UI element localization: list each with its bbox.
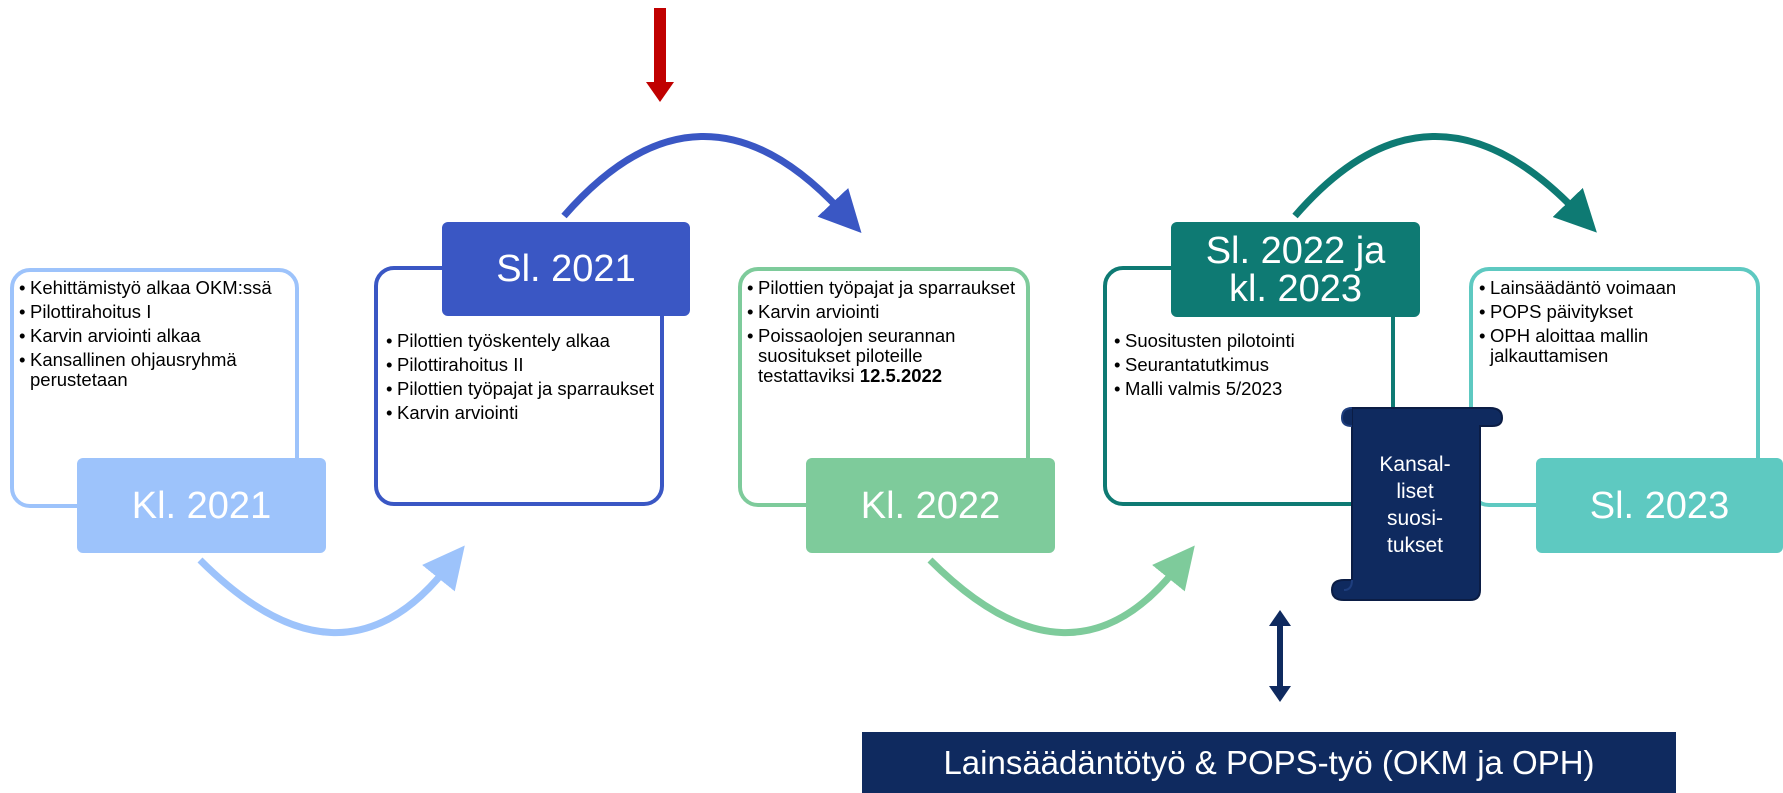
list-item: Karvin arviointi alkaa <box>19 326 289 347</box>
stage-label-sl2023: Sl. 2023 <box>1536 458 1783 553</box>
list-item: Karvin arviointi <box>747 302 1022 323</box>
arrow-kl2022-to-sl2022 <box>927 545 1195 637</box>
stage-label-kl2021: Kl. 2021 <box>77 458 326 553</box>
list-item-text: Poissaolojen seurannan suositukset pilot… <box>758 325 956 386</box>
arrow-sl2022-to-sl2023 <box>1292 133 1597 233</box>
list-item: Lainsäädäntö voimaan <box>1479 278 1749 299</box>
list-item: OPH aloittaa mallin jalkauttamisen <box>1479 326 1749 366</box>
list-item: Pilottirahoitus I <box>19 302 289 323</box>
list-item: Pilottien työpajat ja sparraukset <box>747 278 1022 299</box>
list-item: Pilottien työskentely alkaa <box>386 331 656 352</box>
list-item: Kansallinen ohjausryhmä perustetaan <box>19 350 289 390</box>
list-item: Pilottien työpajat ja sparraukset <box>386 379 656 400</box>
list-item: Poissaolojen seurannan suositukset pilot… <box>747 326 1022 386</box>
list-item: Suositusten pilotointi <box>1114 331 1314 352</box>
bottom-banner: Lainsäädäntötyö & POPS-työ (OKM ja OPH) <box>862 732 1676 793</box>
list-item: Pilottirahoitus II <box>386 355 656 376</box>
list-item: POPS päivitykset <box>1479 302 1749 323</box>
stage-label-sl2021: Sl. 2021 <box>442 222 690 316</box>
stage-list-kl2021: Kehittämistyö alkaa OKM:ssä Pilottirahoi… <box>19 278 289 394</box>
stage-label-kl2022: Kl. 2022 <box>806 458 1055 553</box>
stage-list-sl2022: Suositusten pilotointi Seurantatutkimus … <box>1114 331 1314 403</box>
list-item: Seurantatutkimus <box>1114 355 1314 376</box>
double-arrow <box>1269 610 1291 702</box>
arrow-kl2021-to-sl2021 <box>197 545 465 637</box>
stage-list-sl2023: Lainsäädäntö voimaan POPS päivitykset OP… <box>1479 278 1749 370</box>
list-item: Karvin arviointi <box>386 403 656 424</box>
arrow-sl2021-to-kl2022 <box>561 133 862 234</box>
scroll-icon <box>1330 407 1504 601</box>
scroll-text: Kansal- liset suosi- tukset <box>1379 453 1451 557</box>
stage-list-sl2021: Pilottien työskentely alkaa Pilottirahoi… <box>386 331 656 427</box>
stage-list-kl2022: Pilottien työpajat ja sparraukset Karvin… <box>747 278 1022 390</box>
stage-label-sl2022: Sl. 2022 ja kl. 2023 <box>1171 222 1420 317</box>
list-item: Kehittämistyö alkaa OKM:ssä <box>19 278 289 299</box>
list-item-date: 12.5.2022 <box>859 365 943 386</box>
list-item: Malli valmis 5/2023 <box>1114 379 1314 400</box>
red-down-arrow <box>646 8 674 102</box>
